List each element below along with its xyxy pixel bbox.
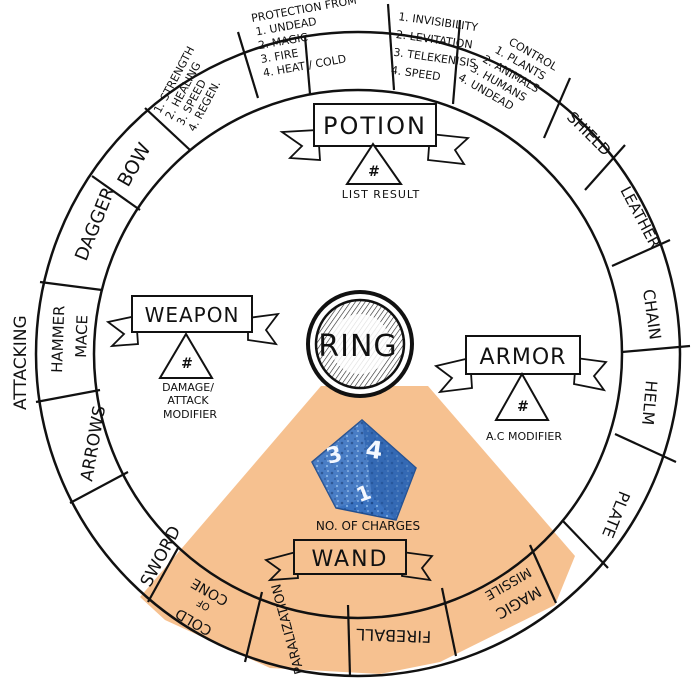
potion-list-protection: PROTECTION FROM 1. UNDEAD 2. MAGIC 3. FI… (250, 0, 357, 80)
weapon-banner-right-tail (247, 312, 281, 346)
inner-ring-edge (92, 88, 624, 620)
svg-text:4. SPEED: 4. SPEED (390, 64, 441, 84)
die-face-3: 3 (324, 442, 345, 470)
wand-highlight-sector (140, 386, 575, 674)
weapon-banner (131, 295, 253, 333)
weapon-category: WEAPON # DAMAGE/ ATTACK MODIFIER (105, 295, 281, 421)
segment-helm: HELM (638, 380, 661, 426)
outer-ring-edge (34, 30, 682, 678)
wand-caption: NO. OF CHARGES (316, 519, 420, 533)
wand-banner (293, 539, 407, 575)
segment-hammer-mace-line1: HAMMER (48, 305, 68, 373)
potion-category: POTION # LIST RESULT (279, 103, 471, 201)
potion-caption: LIST RESULT (342, 188, 421, 201)
ring-label: RING (318, 329, 397, 364)
weapon-caption-line1: DAMAGE/ (162, 381, 214, 394)
weapon-triangle (158, 332, 214, 379)
segment-arrows: ARROWS (77, 404, 110, 483)
potion-list-strength: 1. STRENGTH 2. HEALING 3. SPEED 4. REGEN… (151, 44, 223, 133)
segment-hammer-mace-line2: MACE (72, 315, 91, 358)
ring-center: RING (306, 290, 414, 398)
wand-category: NO. OF CHARGES WAND (263, 519, 434, 582)
weapon-caption-line3: MODIFIER (163, 408, 217, 421)
potion-symbol: # (368, 164, 380, 180)
potion-title: POTION (323, 112, 427, 140)
segment-chain: CHAIN (639, 288, 665, 341)
weapon-symbol: # (181, 356, 193, 372)
ring-dividers (35, 3, 691, 677)
potion-banner-left-tail (279, 129, 321, 161)
armor-triangle (494, 371, 550, 421)
armor-category: ARMOR # A.C MODIFIER (433, 335, 608, 443)
d4-die: 3 4 1 (311, 419, 417, 521)
armor-banner-left-tail (433, 356, 473, 394)
weapon-caption-line2: ATTACK (167, 394, 209, 407)
potion-list-control: CONTROL 1. PLANTS 2. ANIMALS 3. HUMANS 4… (456, 35, 560, 113)
potion-triangle (345, 142, 403, 185)
segment-bow: BOW (113, 139, 155, 190)
segment-leather: LEATHER (616, 183, 663, 251)
armor-banner (465, 335, 581, 375)
die-face-4: 4 (364, 435, 384, 465)
attacking-label: ATTACKING (11, 315, 31, 410)
potion-banner-right-tail (427, 133, 471, 166)
segment-plate: PLATE (598, 489, 634, 541)
wand-banner-left-tail (263, 550, 299, 582)
armor-title: ARMOR (480, 345, 567, 370)
armor-caption: A.C MODIFIER (486, 430, 562, 443)
weapon-title: WEAPON (145, 303, 240, 327)
armor-banner-right-tail (573, 356, 608, 392)
armor-symbol: # (517, 399, 529, 415)
segment-shield: SHIELD (563, 108, 614, 159)
segment-fireball: FIREBALL (356, 625, 432, 647)
wand-title: WAND (312, 547, 389, 572)
